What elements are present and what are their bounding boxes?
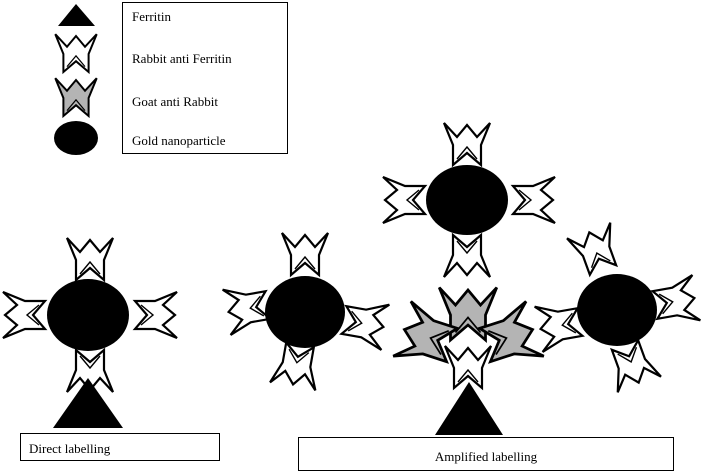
primary-antibody-on-ferritin bbox=[443, 344, 493, 390]
top-gold-nanoparticle bbox=[426, 165, 508, 235]
direct-gold-nanoparticle bbox=[47, 279, 129, 351]
legend-box: Ferritin Rabbit anti Ferritin Goat anti … bbox=[122, 2, 288, 154]
right-np-antibody-right bbox=[649, 273, 702, 329]
amplified-labelling-group bbox=[221, 121, 702, 435]
direct-labelling-label: Direct labelling bbox=[29, 441, 111, 456]
direct-left-antibody bbox=[1, 290, 47, 340]
left-gold-nanoparticle bbox=[265, 276, 345, 348]
legend-label-gold-nanoparticle: Gold nanoparticle bbox=[132, 133, 226, 148]
amplified-labelling-label: Amplified labelling bbox=[434, 449, 538, 464]
top-np-antibody-up bbox=[442, 121, 492, 167]
amplified-ferritin bbox=[435, 382, 503, 435]
black-ellipse-icon bbox=[54, 121, 98, 155]
left-np-antibody-right bbox=[338, 296, 391, 352]
direct-top-antibody bbox=[65, 236, 115, 282]
left-np-antibody-down bbox=[268, 339, 324, 392]
direct-labelling-group bbox=[1, 236, 179, 428]
grey-chevron-antibody-icon bbox=[54, 77, 98, 117]
legend-label-ferritin: Ferritin bbox=[132, 9, 171, 24]
amplified-labelling-caption: Amplified labelling bbox=[298, 437, 674, 471]
legend-label-rabbit-anti-ferritin: Rabbit anti Ferritin bbox=[132, 51, 232, 66]
direct-labelling-caption: Direct labelling bbox=[20, 433, 220, 461]
direct-right-antibody bbox=[133, 290, 179, 340]
right-gold-nanoparticle bbox=[577, 274, 657, 346]
white-chevron-antibody-icon bbox=[54, 33, 98, 73]
triangle-icon bbox=[58, 4, 95, 26]
right-np-antibody-up bbox=[565, 221, 626, 279]
legend-label-goat-anti-rabbit: Goat anti Rabbit bbox=[132, 94, 218, 109]
legend-icons bbox=[54, 4, 98, 155]
top-np-antibody-down bbox=[442, 233, 492, 279]
top-np-antibody-left bbox=[381, 175, 427, 225]
left-np-antibody-left bbox=[221, 281, 274, 337]
right-np-antibody-left bbox=[533, 298, 586, 354]
top-np-antibody-right bbox=[511, 175, 557, 225]
left-np-antibody-up bbox=[280, 231, 330, 277]
direct-ferritin bbox=[53, 378, 123, 428]
